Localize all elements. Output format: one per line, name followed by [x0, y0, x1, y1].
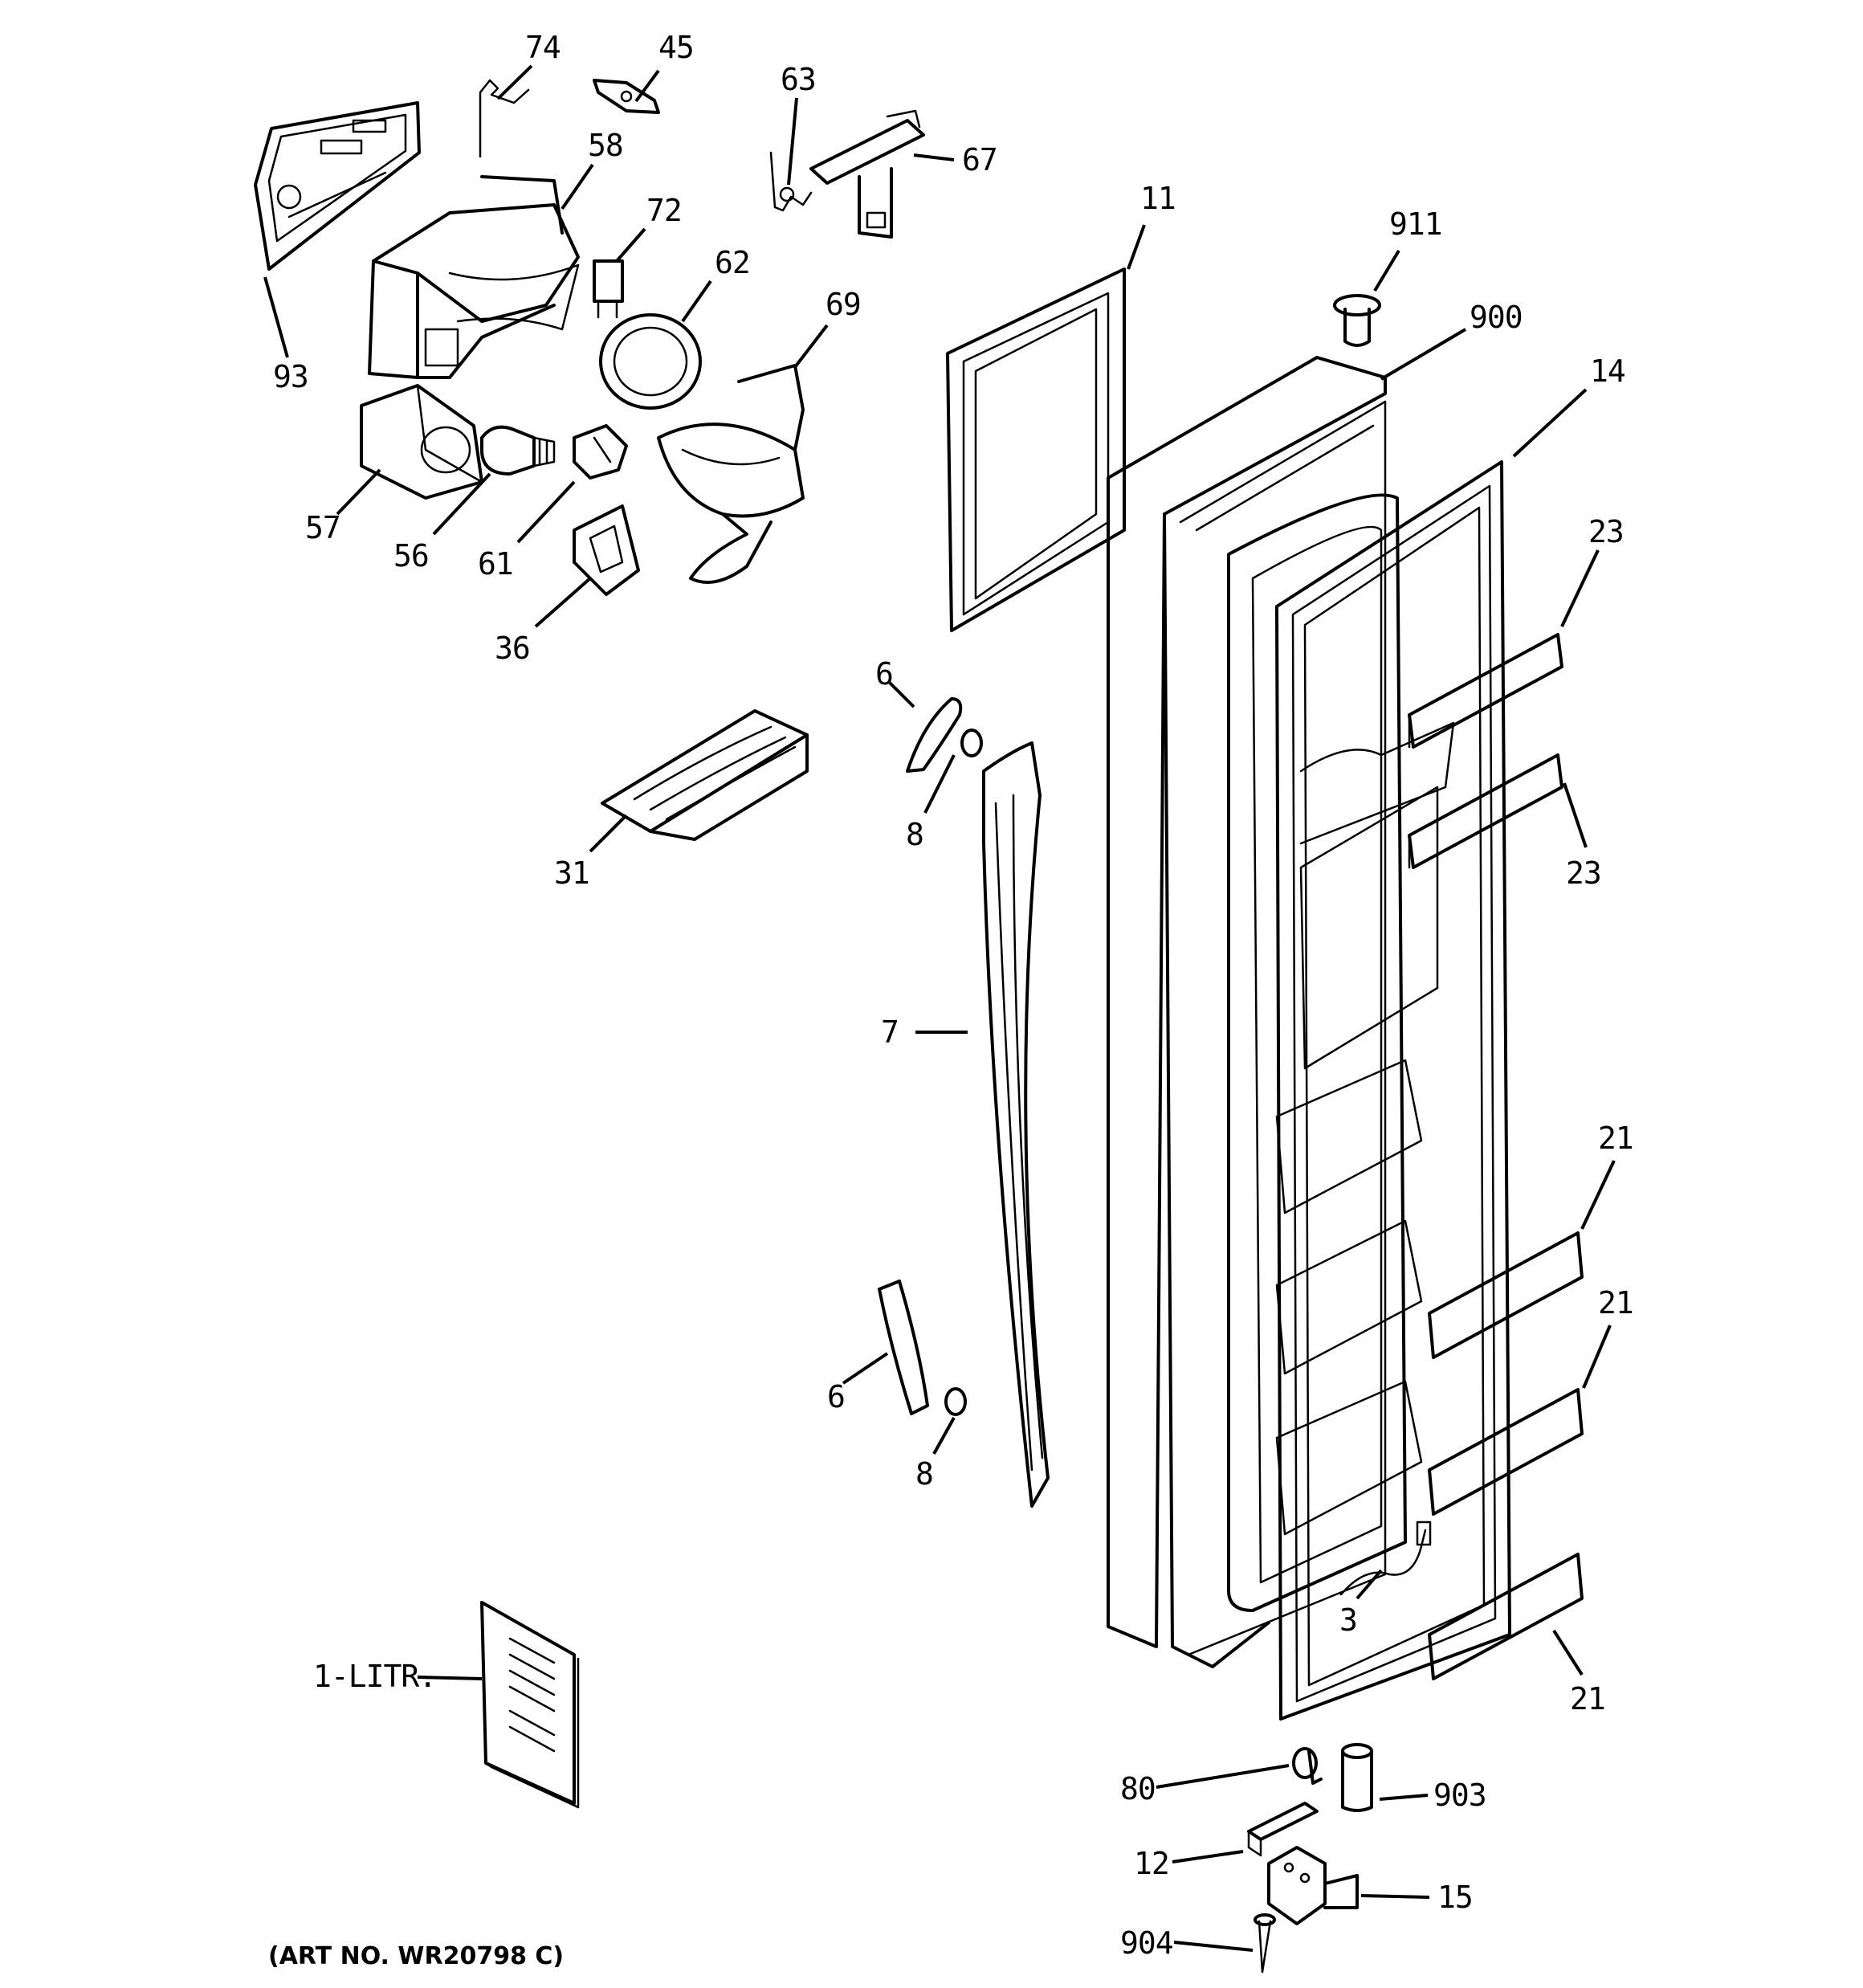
callout-labels: 74 45 63 67 58 72 62 69 93 57 56 61 36 3…: [273, 30, 1634, 1961]
callout-6-lower: 6: [827, 1379, 845, 1414]
part-67-solenoid-bracket: [809, 109, 925, 239]
part-21-bin-rail-3: [1428, 1553, 1584, 1680]
callout-7: 7: [881, 1014, 899, 1050]
callout-23-lower: 23: [1566, 855, 1601, 891]
callout-74: 74: [525, 30, 561, 65]
part-69-ice-chute: [657, 364, 805, 584]
callout-58: 58: [588, 128, 623, 163]
part-15-hinge: [1267, 1846, 1359, 1925]
part-literature-booklet: [480, 1601, 580, 1809]
callout-21-lower: 21: [1570, 1681, 1605, 1717]
callout-1-litr: 1-LITR.: [313, 1659, 436, 1694]
part-14-door-gasket: [1275, 460, 1511, 1721]
part-58-dispenser-housing: [368, 175, 580, 379]
part-6-handle-cap-lower: [878, 1280, 929, 1415]
part-93-control-panel: [254, 101, 421, 271]
callout-21-upper: 21: [1598, 1121, 1633, 1156]
callout-57: 57: [305, 510, 340, 545]
part-11-dispenser-frame: [946, 267, 1126, 632]
callout-45: 45: [658, 30, 694, 65]
callout-3: 3: [1339, 1602, 1357, 1638]
part-900-door-assembly: [1107, 356, 1455, 1668]
callout-903: 903: [1433, 1778, 1486, 1813]
callout-56: 56: [393, 538, 429, 574]
callout-23-upper: 23: [1588, 514, 1624, 549]
part-74-spring: [479, 79, 530, 158]
part-80-plug: [1292, 1747, 1323, 1785]
part-6-handle-cap-upper: [906, 697, 963, 773]
part-7-door-handle: [982, 741, 1050, 1508]
callout-6-upper: 6: [875, 656, 893, 692]
callout-21-middle: 21: [1598, 1285, 1633, 1321]
part-903-bushing: [1341, 1743, 1373, 1812]
part-36-bracket: [573, 504, 640, 596]
callout-14: 14: [1590, 353, 1625, 389]
part-45-bracket: [593, 79, 660, 114]
part-23-shelf-rail-upper: [1408, 633, 1563, 749]
part-56-bulb: [480, 425, 556, 476]
callout-31: 31: [554, 855, 589, 891]
part-8-screw-upper: [960, 729, 983, 757]
callout-8-upper: 8: [906, 817, 923, 852]
part-3-wire-harness: [1339, 1521, 1432, 1596]
callout-93: 93: [273, 359, 308, 394]
callout-11: 11: [1140, 181, 1176, 216]
callout-80: 80: [1120, 1771, 1156, 1806]
part-23-shelf-rail-lower: [1408, 753, 1563, 869]
part-31-drip-tray: [601, 709, 809, 841]
part-57-motor-cover: [360, 384, 483, 500]
part-62-ring: [599, 313, 702, 410]
callout-36: 36: [495, 631, 530, 666]
part-72-switch: [593, 259, 624, 319]
callout-904: 904: [1120, 1925, 1173, 1961]
callout-61: 61: [478, 546, 513, 582]
part-61-socket: [573, 424, 628, 480]
callout-12: 12: [1134, 1846, 1169, 1881]
callout-8-lower: 8: [915, 1456, 933, 1492]
callout-900: 900: [1470, 300, 1523, 335]
leader-lines: [263, 64, 1616, 1952]
part-21-bin-rail-1: [1428, 1231, 1584, 1359]
callout-62: 62: [715, 245, 750, 280]
part-63-spring: [769, 151, 813, 212]
callout-69: 69: [826, 287, 861, 322]
art-number: (ART NO. WR20798 C): [268, 1942, 565, 1970]
part-904-screw: [1254, 1913, 1276, 1974]
callout-72: 72: [646, 193, 682, 228]
part-12-hinge-shim: [1247, 1802, 1319, 1857]
part-21-bin-rail-2: [1428, 1388, 1584, 1516]
part-911-grommet: [1333, 294, 1381, 347]
part-8-screw-lower: [944, 1387, 967, 1416]
callout-15: 15: [1437, 1880, 1473, 1915]
callout-63: 63: [781, 62, 816, 97]
callout-67: 67: [962, 142, 997, 178]
callout-911: 911: [1389, 206, 1442, 242]
